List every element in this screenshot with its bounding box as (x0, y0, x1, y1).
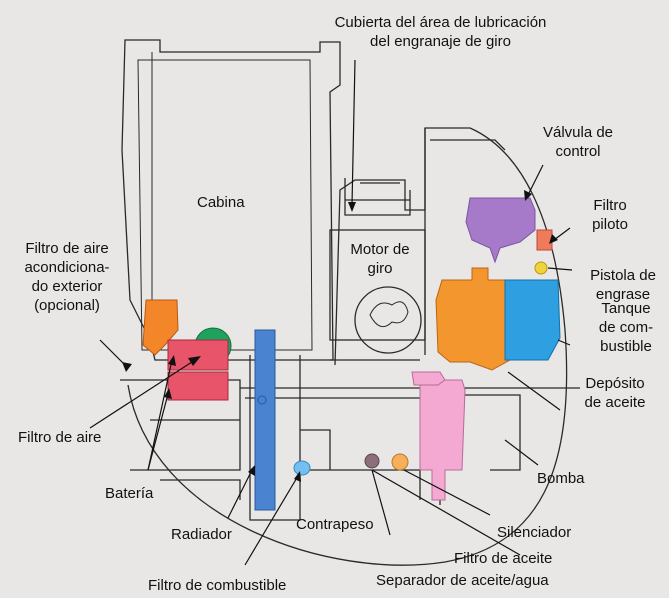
label-battery: Batería (105, 485, 154, 502)
label-grease-gun: Pistola de engrase (590, 267, 656, 303)
muffler-shape (419, 379, 466, 501)
label-muffler: Silenciador (497, 524, 572, 541)
leader-arrowheads (122, 190, 558, 482)
oil-filter-shape (391, 453, 409, 471)
leader-lines (89, 59, 573, 566)
grease-gun-shape (534, 261, 548, 275)
label-ac-air-filter: Filtro de aire acondiciona- do exterior … (24, 240, 110, 314)
fuel-tank-shape (504, 279, 561, 361)
radiator-shape (254, 329, 276, 511)
fuel-filter-shape (293, 460, 311, 476)
label-fuel-filter: Filtro de combustible (148, 577, 287, 594)
control-valve-shape (465, 197, 536, 264)
battery-upper-shape (167, 339, 229, 371)
radiator-cap-icon (257, 395, 267, 405)
label-fuel-tank: Tanque de com- bustible (598, 300, 654, 355)
label-pilot-filter: Filtro piloto (592, 197, 628, 233)
pump-shape (411, 371, 446, 386)
label-oil-filter: Filtro de aceite (454, 550, 553, 567)
water-separator-shape (364, 453, 380, 469)
pilot-filter-shape (536, 229, 553, 251)
battery-lower-shape (167, 371, 229, 401)
label-water-separator: Separador de aceite/agua (376, 572, 549, 589)
label-counterweight: Contrapeso (296, 516, 374, 533)
label-pump: Bomba (537, 470, 585, 487)
label-cab: Cabina (197, 194, 245, 211)
label-control-valve: Válvula de control (542, 124, 614, 160)
label-radiator: Radiador (171, 526, 232, 543)
label-swing-gear-lube-cover: Cubierta del área de lubricación del eng… (334, 14, 547, 50)
oil-tank-shape (435, 267, 511, 371)
ac-filter-shape (142, 299, 179, 356)
label-oil-tank: Depósito de aceite (584, 375, 646, 411)
label-air-filter: Filtro de aire (18, 429, 102, 446)
label-swing-motor: Motor de giro (350, 241, 410, 277)
